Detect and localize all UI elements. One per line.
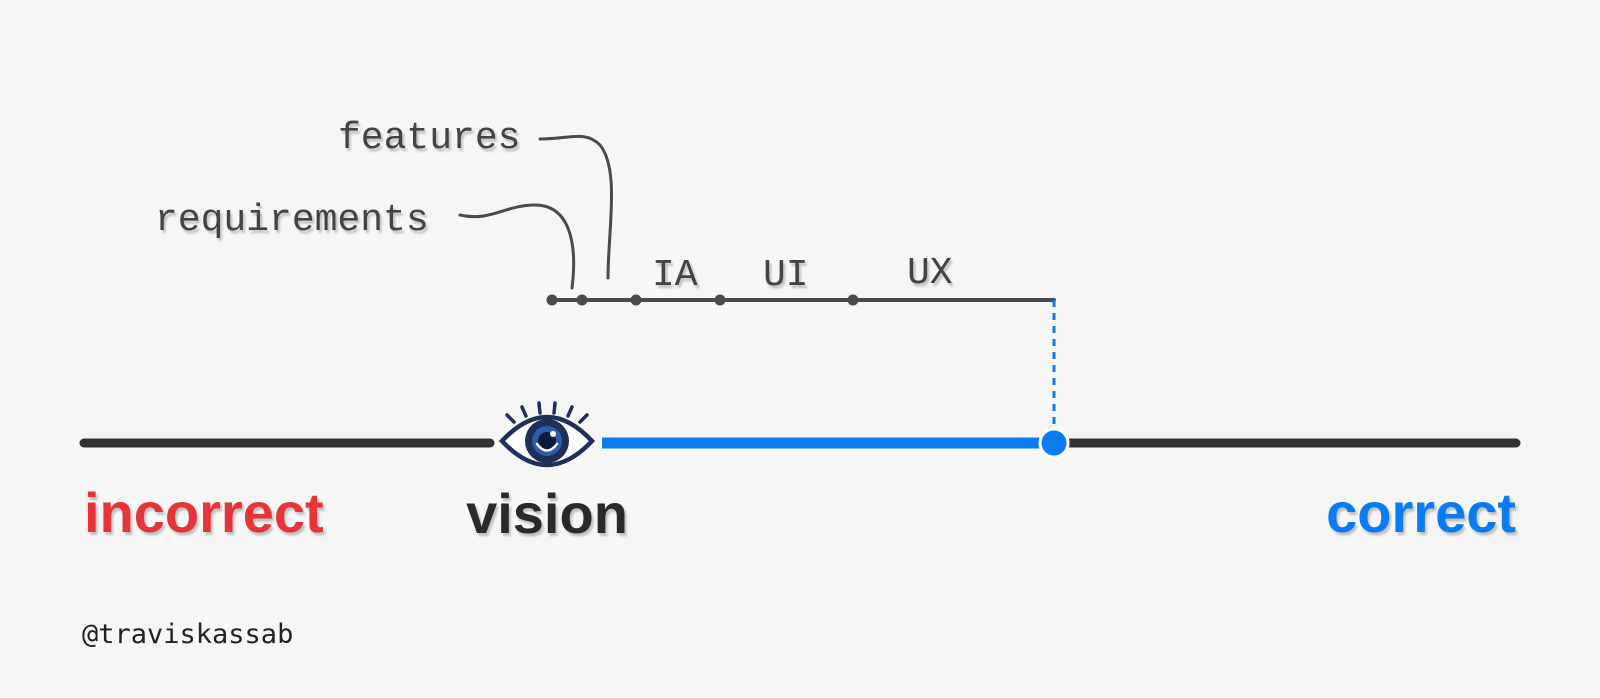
- features-leader-line: [538, 134, 614, 280]
- requirements-leader-line: [458, 203, 576, 290]
- label-correct: correct: [1326, 481, 1516, 544]
- process-point-ux: [847, 294, 859, 306]
- callout-requirements: requirements: [155, 199, 429, 242]
- stage-label-ui: UI: [763, 254, 809, 297]
- current-position-marker: [1038, 427, 1070, 459]
- eye-icon: [498, 401, 596, 468]
- label-vision: vision: [466, 482, 628, 545]
- stage-label-ia: IA: [652, 254, 698, 297]
- author-handle: @traviskassab: [82, 619, 293, 650]
- label-incorrect: incorrect: [84, 481, 324, 544]
- process-point-features: [576, 294, 588, 306]
- callout-features: features: [338, 117, 520, 160]
- stage-label-ux: UX: [907, 252, 953, 295]
- process-point-ia: [630, 294, 642, 306]
- process-point-ui: [714, 294, 726, 306]
- process-point-requirements: [546, 294, 558, 306]
